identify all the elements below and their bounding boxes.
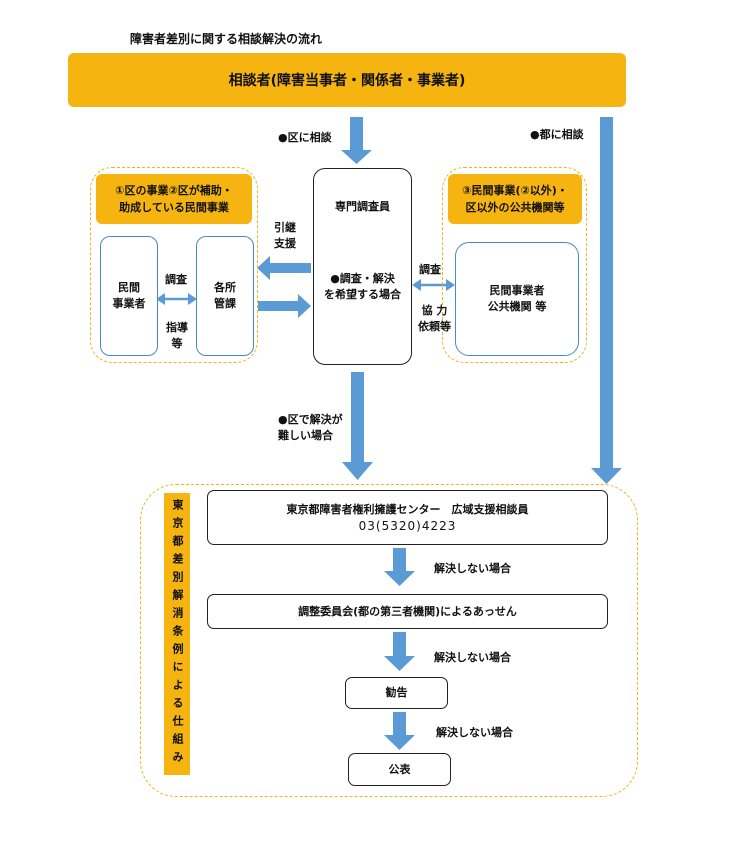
section-office-box: 各所 管課 [196,236,254,356]
left-adjust-label: 調査 [165,273,187,286]
arrow-down-1 [341,117,372,164]
specialist-body: ●調査・解決 を希望する場合 [324,272,401,301]
specialist-investigator-box: 専門調査員 ●調査・解決 を希望する場合 [313,168,412,365]
tokyo-group [140,484,638,797]
ward-difficult-label: ●区で解決が 難しい場合 [278,413,343,442]
adjustment-committee-box: 調整委員会(都の第三者機関)によるあっせん [207,594,608,629]
consultant-banner-text: 相談者(障害当事者・関係者・事業者) [228,73,466,89]
cooperation-label: 協 力 依頼等 [418,304,451,333]
unresolved-label-2: 解決しない場合 [434,651,511,664]
tokyo-ordinance-band: 東京都差別解消条例による仕組み [164,493,190,775]
tokyo-center-phone: 03(5320)4223 [358,518,457,533]
right-group [442,167,587,363]
arrow-down-3 [384,548,415,586]
arrow-down-2 [342,372,373,480]
tokyo-center-name: 東京都障害者権利擁護センター 広域支援相談員 [286,502,529,516]
tokyo-ordinance-text: 東京都差別解消条例による仕組み [171,499,184,769]
ward-consult-label: ●区に相談 [278,131,332,144]
arrow-down-right [591,117,622,484]
tokyo-rights-center-box: 東京都障害者権利擁護センター 広域支援相談員 03(5320)4223 [207,490,608,545]
left-group [90,167,258,363]
consultant-banner: 相談者(障害当事者・関係者・事業者) [68,53,626,107]
unresolved-label-3: 解決しない場合 [436,726,513,739]
arrow-down-5 [384,712,415,750]
right-group-header: ③民間事業(②以外)・ 区以外の公共機関等 [448,174,582,224]
specialist-title: 専門調査員 [335,200,390,213]
publication-box: 公表 [348,753,451,786]
arrow-left-handover [257,256,311,280]
unresolved-label-1: 解決しない場合 [434,562,511,575]
right-adjust-label: 調査 [419,263,441,276]
metro-consult-label: ●都に相談 [530,128,584,141]
private-business-box: 民間 事業者 [100,236,158,356]
public-institution-box: 民間事業者 公共機関 等 [455,242,579,356]
arrow-right-to-center [258,294,311,318]
page-title: 障害者差別に関する相談解決の流れ [130,32,323,46]
arrow-down-4 [384,632,415,671]
recommendation-box: 勧告 [345,677,448,709]
left-group-header: ①区の事業②区が補助・ 助成している民間事業 [96,174,252,224]
handover-label: 引継 支援 [274,221,296,250]
guidance-label: 指導 等 [166,321,188,350]
